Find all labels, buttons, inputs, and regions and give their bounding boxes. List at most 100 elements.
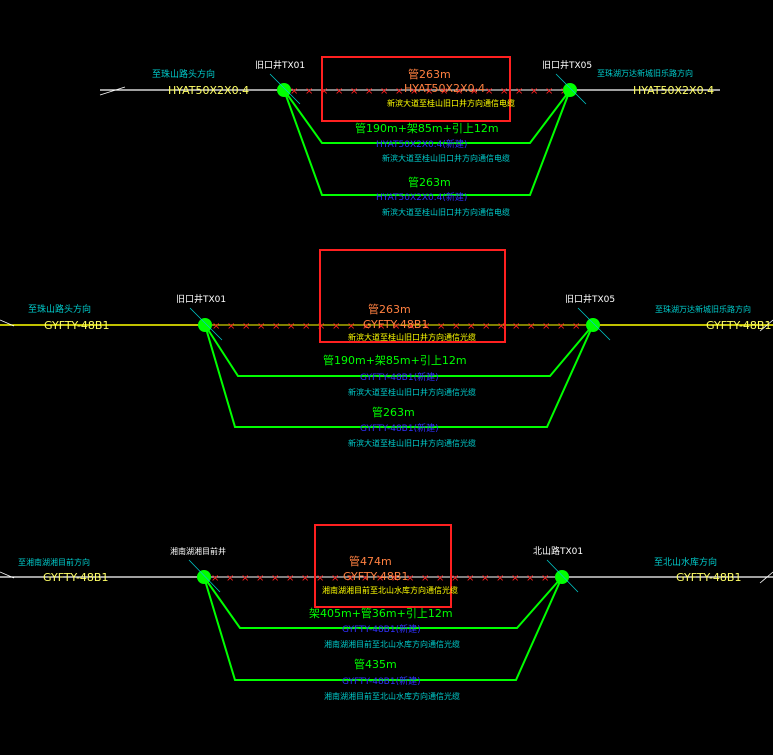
removal-x-mark: ×	[406, 573, 414, 584]
removal-x-mark: ×	[526, 573, 534, 584]
section-1: ××××××××××××××××××× 至珠山路头方向 HYAT50X2X0.4…	[99, 56, 720, 217]
removal-x-mark: ×	[242, 321, 250, 332]
removal-x-mark: ×	[530, 86, 538, 97]
box-length: 管263m	[408, 67, 451, 81]
removal-x-mark: ×	[286, 573, 294, 584]
removal-x-mark: ×	[500, 86, 508, 97]
removal-x-mark: ×	[335, 86, 343, 97]
removal-x-mark: ×	[271, 573, 279, 584]
highlight-box	[321, 56, 511, 122]
node-left	[277, 83, 291, 97]
removal-x-mark: ×	[350, 86, 358, 97]
low-desc: 新滨大道至桂山旧口井方向通信光缆	[348, 438, 476, 448]
low-cable: GYFTY-48B1(新建)	[342, 675, 421, 687]
box-desc: 新滨大道至桂山旧口井方向通信光缆	[348, 332, 476, 342]
removal-x-mark: ×	[365, 86, 373, 97]
left-cable: GYFTY-48B1	[43, 571, 108, 584]
box-length: 管263m	[368, 302, 411, 316]
removal-x-mark: ×	[437, 321, 445, 332]
right-cable: GYFTY-48B1	[676, 571, 741, 584]
removal-x-mark: ×	[395, 86, 403, 97]
box-cable: HYAT50X2X0.4	[404, 82, 485, 95]
right-node-label: 北山路TX01	[533, 545, 583, 557]
removal-x-mark: ×	[496, 573, 504, 584]
removal-x-mark: ×	[481, 573, 489, 584]
right-cable: HYAT50X2X0.4	[633, 84, 714, 97]
removal-x-mark: ×	[485, 86, 493, 97]
removal-x-mark: ×	[241, 573, 249, 584]
removal-x-mark: ×	[331, 573, 339, 584]
removal-x-mark: ×	[407, 321, 415, 332]
removal-x-mark: ×	[436, 573, 444, 584]
right-direction: 至珠湖万达新城旧乐路方向	[597, 68, 693, 78]
removal-x-mark: ×	[377, 321, 385, 332]
left-cable: HYAT50X2X0.4	[168, 84, 249, 97]
removal-x-mark: ×	[317, 321, 325, 332]
mid-length: 管190m+架85m+引上12m	[355, 121, 499, 135]
node-left	[197, 570, 211, 584]
removal-x-mark: ×	[527, 321, 535, 332]
removal-x-mark: ×	[425, 86, 433, 97]
removal-x-mark: ×	[572, 321, 580, 332]
removal-x-mark: ×	[497, 321, 505, 332]
node-right	[555, 570, 569, 584]
removal-x-mark: ×	[361, 573, 369, 584]
branch-low	[283, 89, 571, 196]
node-right	[586, 318, 600, 332]
right-direction: 至北山水库方向	[654, 556, 717, 568]
left-direction: 至珠山路头方向	[28, 303, 91, 315]
left-node-label: 湘南湖湘目前井	[170, 546, 226, 556]
node-left	[198, 318, 212, 332]
removal-x-mark: ×	[440, 86, 448, 97]
removal-x-mark: ×	[211, 573, 219, 584]
node-right	[563, 83, 577, 97]
left-cable: GYFTY-48B1	[44, 319, 109, 332]
removal-x-mark: ×	[452, 321, 460, 332]
removed-cable-marks: ×××××××××××××××××××	[290, 86, 568, 97]
branch-low	[204, 324, 594, 428]
mid-length: 管190m+架85m+引上12m	[323, 353, 467, 367]
low-desc: 新滨大道至桂山旧口井方向通信电缆	[382, 207, 510, 217]
box-desc: 湘南湖湘目前至北山水库方向通信光缆	[322, 585, 458, 595]
right-cable: GYFTY-48B1	[706, 319, 771, 332]
low-length: 管435m	[354, 657, 397, 671]
branch-low	[203, 576, 563, 681]
removal-x-mark: ×	[290, 86, 298, 97]
removal-x-mark: ×	[257, 321, 265, 332]
left-direction: 至珠山路头方向	[152, 68, 215, 80]
removal-x-mark: ×	[346, 573, 354, 584]
removal-x-mark: ×	[470, 86, 478, 97]
removed-cable-marks: ××××××××××××××××××××××××××	[212, 321, 595, 332]
removal-x-mark: ×	[557, 321, 565, 332]
mid-desc: 湘南湖湘目前至北山水库方向通信光缆	[324, 639, 460, 649]
mid-desc: 新滨大道至桂山旧口井方向通信光缆	[348, 387, 476, 397]
removal-x-mark: ×	[541, 573, 549, 584]
low-cable: HYAT50X2X0.4(新建)	[376, 191, 467, 203]
removal-x-mark: ×	[515, 86, 523, 97]
removal-x-mark: ×	[511, 573, 519, 584]
low-length: 管263m	[372, 405, 415, 419]
mid-cable: HYAT50X2X0.4(新建)	[376, 138, 467, 150]
removal-x-mark: ×	[316, 573, 324, 584]
section-3: ×××××××××××××××××××××××× 至湘南湖湘目前方向 GYFTY…	[0, 524, 773, 701]
removal-x-mark: ×	[451, 573, 459, 584]
removal-x-mark: ×	[320, 86, 328, 97]
left-node-label: 旧口井TX01	[255, 59, 305, 71]
box-cable: GYFTY-48B1	[343, 570, 408, 583]
mid-length: 架405m+管36m+引上12m	[309, 606, 453, 620]
right-node-label: 旧口井TX05	[565, 293, 615, 305]
highlight-box	[314, 524, 452, 608]
removal-x-mark: ×	[332, 321, 340, 332]
removal-x-mark: ×	[421, 573, 429, 584]
left-node-label: 旧口井TX01	[176, 293, 226, 305]
removal-x-mark: ×	[391, 573, 399, 584]
removal-x-mark: ×	[467, 321, 475, 332]
removal-x-mark: ×	[256, 573, 264, 584]
low-desc: 湘南湖湘目前至北山水库方向通信光缆	[324, 691, 460, 701]
mid-cable: GYFTY-48B1(新建)	[360, 371, 439, 383]
left-direction: 至湘南湖湘目前方向	[18, 557, 90, 567]
box-desc: 新滨大道至桂山旧口井方向通信电缆	[387, 98, 515, 108]
removal-x-mark: ×	[455, 86, 463, 97]
branch-mid	[204, 324, 594, 377]
